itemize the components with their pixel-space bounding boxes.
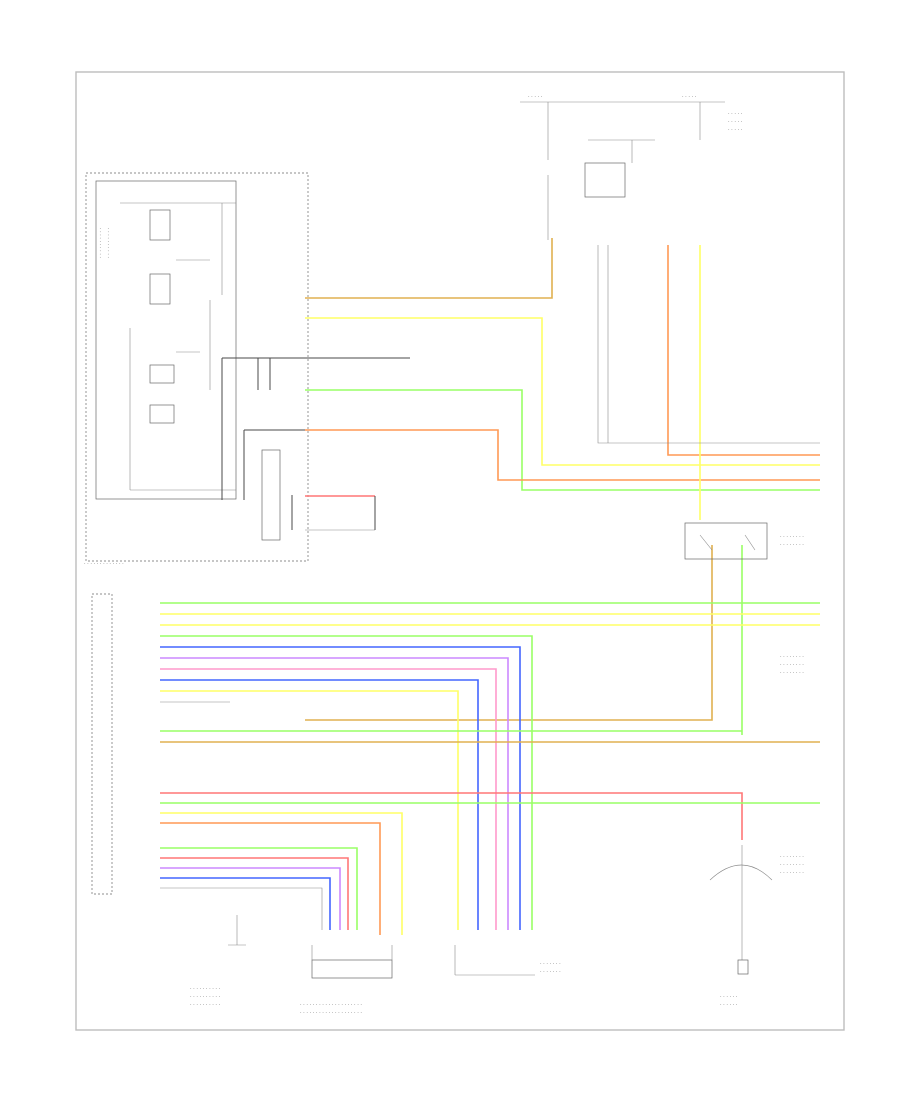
sensor-harness — [160, 847, 358, 930]
svg-text:· · · · ·: · · · · · — [528, 94, 543, 100]
svg-text:· · · · · · · ·: · · · · · · · · — [780, 654, 804, 660]
svg-text:· · · · · ·: · · · · · · — [720, 994, 738, 1000]
diagram-frame — [75, 71, 845, 1031]
right-labels: · · · · · · · · · · · · · · · · · · · · … — [780, 534, 804, 876]
svg-text:· · · · · · · · · ·: · · · · · · · · · · — [190, 986, 221, 992]
svg-text:· · · · · · · · · · · · · · ·: · · · · · · · · · · · · · · · · · · · · — [300, 1010, 362, 1016]
svg-text:· · · · · ·: · · · · · · — [720, 1002, 738, 1008]
svg-text:· · · · · · · ·: · · · · · · · · — [780, 670, 804, 676]
pcm-block — [91, 593, 113, 895]
svg-text:· · · · · · · ·: · · · · · · · · — [780, 662, 804, 668]
relay-right — [684, 522, 768, 560]
svg-text:· · · · · · · · · ·: · · · · · · · · · · — [106, 227, 112, 258]
upper-harness-wires — [305, 238, 820, 735]
svg-text:· · · · ·: · · · · · — [728, 127, 743, 133]
svg-text:· · · · · · · · · · · · · · ·: · · · · · · · · · · · · · · · · · · · · — [300, 1002, 362, 1008]
svg-text:· · · · ·: · · · · · — [728, 111, 743, 117]
svg-text:· · · · · · · · · · · · ·: · · · · · · · · · · · · · — [84, 561, 124, 567]
svg-text:· · · · · · ·: · · · · · · · — [540, 969, 561, 975]
svg-text:· · · · · · · ·: · · · · · · · · — [780, 862, 804, 868]
svg-text:· · · · ·: · · · · · — [728, 119, 743, 125]
mid-harness-wires — [160, 602, 820, 935]
svg-text:· · · · · · · ·: · · · · · · · · — [780, 870, 804, 876]
svg-text:· · · · · · · ·: · · · · · · · · — [780, 534, 804, 540]
svg-text:· · · · · · · ·: · · · · · · · · — [780, 542, 804, 548]
svg-text:· · · · · · · · · ·: · · · · · · · · · · — [190, 1002, 221, 1008]
bottom-components: · · · · · · · · · · · · · · · · · · · · … — [190, 845, 773, 1016]
ecm-block: · · · · · · · · · · · · · · · · · · · · … — [84, 172, 309, 567]
ecm-internal-wiring — [221, 357, 410, 530]
svg-text:· · · · · · · · · ·: · · · · · · · · · · — [190, 994, 221, 1000]
svg-text:· · · · · · · ·: · · · · · · · · — [780, 854, 804, 860]
svg-text:· · · · · · ·: · · · · · · · — [540, 961, 561, 967]
top-relay-area: · · · · · · · · · · · · · · · · · · · · … — [520, 94, 743, 240]
svg-text:· · · · · · · · · ·: · · · · · · · · · · — [98, 227, 104, 258]
svg-text:· · · · ·: · · · · · — [682, 94, 697, 100]
